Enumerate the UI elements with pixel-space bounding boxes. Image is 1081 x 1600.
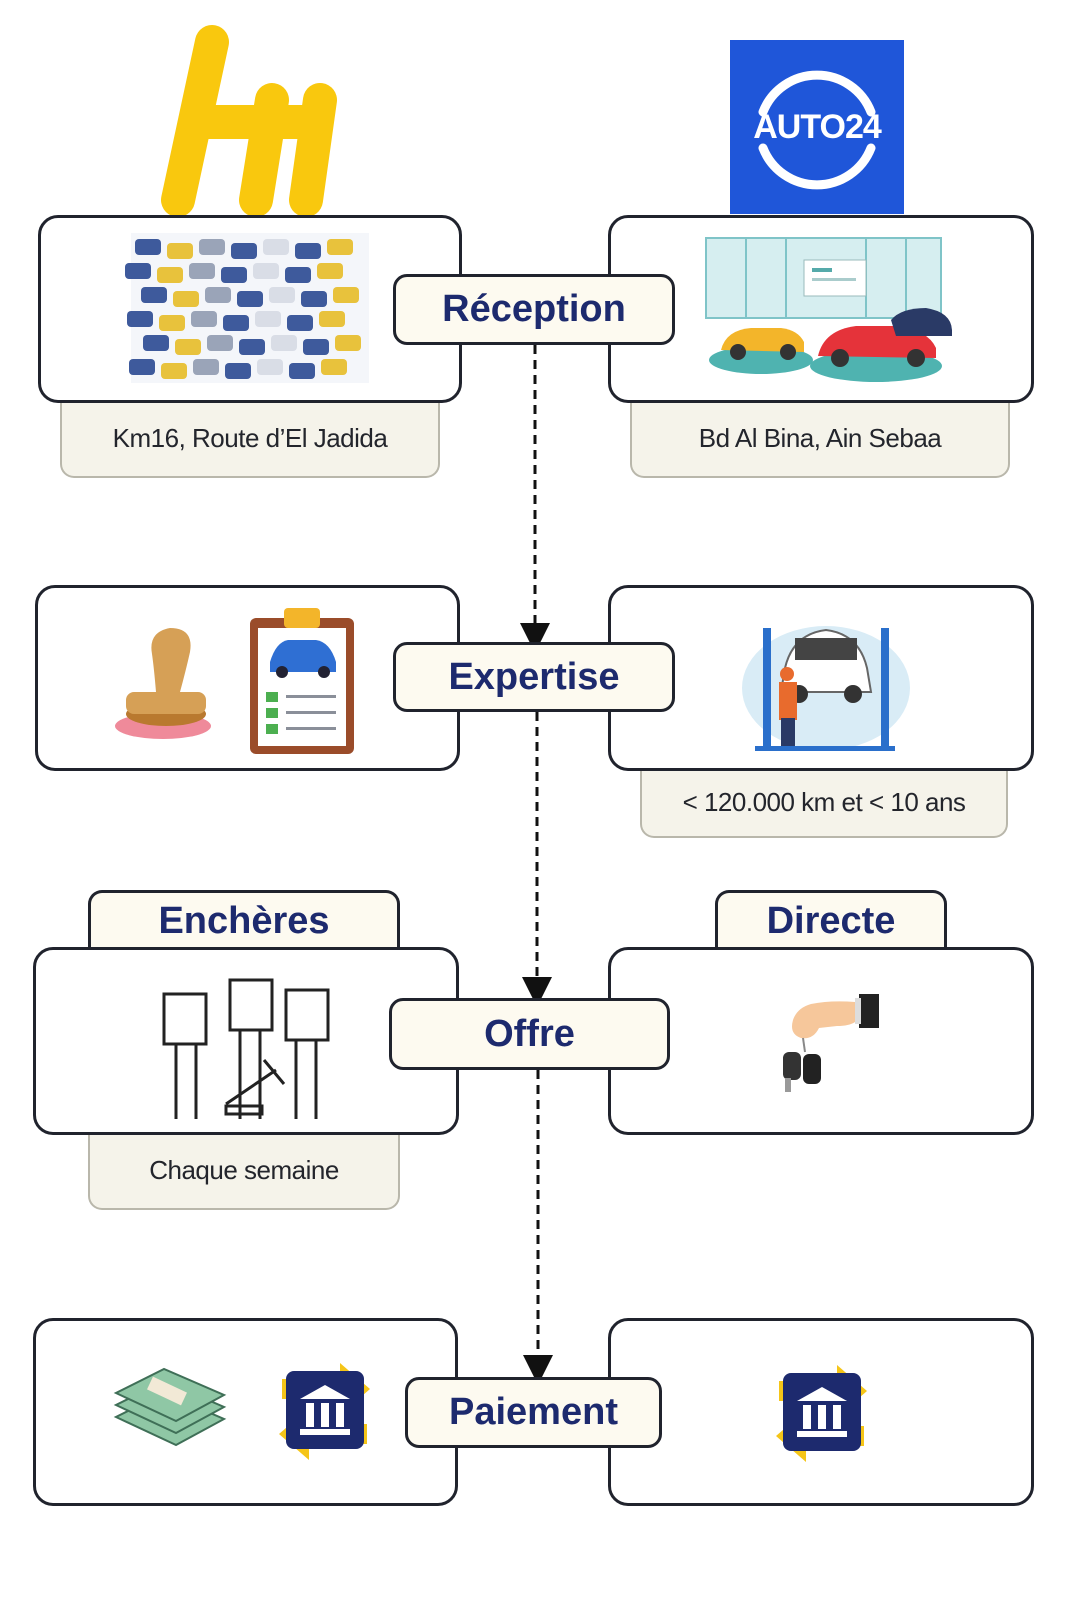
right-location-text: Bd Al Bina, Ain Sebaa [698,422,942,453]
car-lift-mechanic-icon [742,626,910,751]
clipboard-checklist-icon [250,608,354,754]
step-reception: Réception [393,274,675,345]
auto24-logo-text: AUTO24 [753,108,882,146]
car-showroom-icon [705,237,952,382]
stamp-icon [115,628,211,739]
step-expertise: Expertise [393,642,675,712]
step-paiement: Paiement [405,1377,662,1448]
direct-tab: Directe [715,890,947,950]
hh-logo-icon [161,25,337,217]
offer-right-panel [608,947,1034,1135]
right-condition-text: < 120.000 km et < 10 ans [682,786,966,817]
hand-car-keys-icon [783,994,879,1092]
auction-frequency-tag: Chaque semaine [88,1132,400,1210]
left-location-tag: Km16, Route d’El Jadida [60,400,440,478]
reception-right-panel [608,215,1034,403]
step-paiement-label: Paiement [449,1391,618,1433]
bank-transfer-icon [279,1363,370,1460]
auction-tab-label: Enchères [158,900,330,942]
left-location-text: Km16, Route d’El Jadida [112,422,388,453]
auto24-logo: AUTO24 [730,40,904,214]
auction-tab: Enchères [88,890,400,950]
auction-bidding-icon [162,978,330,1119]
step-offre-label: Offre [484,1012,575,1055]
car-lot-icon [125,233,369,383]
step-expertise-label: Expertise [448,655,620,698]
step-offre: Offre [389,998,670,1070]
bank-transfer-icon [776,1365,867,1462]
payment-left-panel [33,1318,458,1506]
expertise-right-panel [608,585,1034,771]
auction-frequency-text: Chaque semaine [149,1154,339,1185]
step-reception-label: Réception [442,288,626,330]
reception-left-panel [38,215,462,403]
expertise-left-panel [35,585,460,771]
auto24-ring-icon [758,70,876,190]
offer-left-panel [33,947,459,1135]
cash-stack-icon [113,1367,227,1447]
payment-right-panel [608,1318,1034,1506]
right-condition-tag: < 120.000 km et < 10 ans [640,768,1008,838]
direct-tab-label: Directe [766,900,896,942]
right-location-tag: Bd Al Bina, Ain Sebaa [630,400,1010,478]
